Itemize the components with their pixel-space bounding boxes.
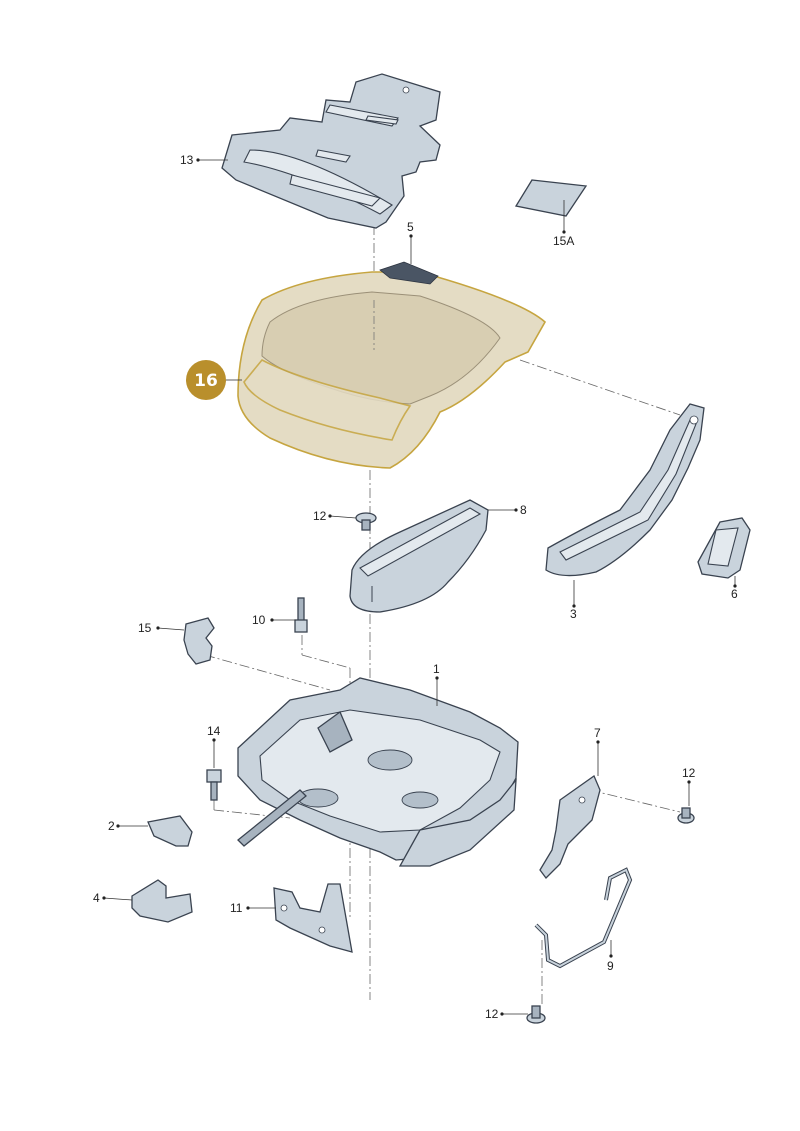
clip-part[interactable] — [183, 617, 215, 665]
screw-right-part[interactable] — [677, 807, 695, 824]
bolt-left-part[interactable] — [206, 769, 222, 801]
screw-bottom-part[interactable] — [526, 1005, 546, 1024]
callout-label-12-right: 12 — [682, 766, 696, 780]
callout-label-13: 13 — [180, 153, 194, 167]
side-panel-part[interactable] — [545, 403, 705, 577]
callout-5: 5 — [407, 220, 414, 264]
callout-label-10: 10 — [252, 613, 266, 627]
callout-label-14: 14 — [207, 724, 221, 738]
mounting-bracket-part[interactable] — [273, 883, 353, 953]
bracket-right-part[interactable] — [539, 775, 601, 879]
callout-label-1: 1 — [433, 662, 440, 676]
callout-10: 10 — [252, 613, 296, 627]
callout-12-top: 12 — [313, 509, 357, 523]
callout-1: 1 — [433, 662, 440, 706]
screw-top-part[interactable] — [355, 512, 377, 531]
callout-label-12-bottom: 12 — [485, 1007, 499, 1021]
side-trim-part[interactable] — [349, 499, 489, 613]
callout-6: 6 — [731, 576, 738, 601]
callout-2: 2 — [108, 819, 148, 833]
callout-label-11: 11 — [230, 901, 243, 915]
callout-label-2: 2 — [108, 819, 115, 833]
holder-part[interactable] — [131, 879, 193, 923]
callout-3: 3 — [570, 580, 577, 621]
callout-label-3: 3 — [570, 607, 577, 621]
callout-14: 14 — [207, 724, 221, 768]
callout-8: 8 — [488, 503, 527, 517]
callout-label-16: 16 — [194, 371, 218, 391]
bolt-part[interactable] — [294, 597, 308, 633]
wire-part[interactable] — [534, 867, 633, 969]
callout-label-12-top: 12 — [313, 509, 327, 523]
callout-4: 4 — [93, 891, 133, 905]
callout-13: 13 — [180, 153, 228, 167]
callout-label-6: 6 — [731, 587, 738, 601]
callout-16: 16 — [186, 360, 242, 400]
seat-cushion-part[interactable] — [237, 261, 547, 469]
callout-label-15a: 15A — [553, 234, 574, 248]
callout-12-right: 12 — [682, 766, 696, 806]
callout-label-5: 5 — [407, 220, 414, 234]
callout-label-9: 9 — [607, 959, 614, 973]
callout-11: 11 — [230, 901, 276, 915]
cap-part[interactable] — [147, 815, 193, 847]
label-pad-part[interactable] — [514, 179, 588, 217]
callout-label-15: 15 — [138, 621, 152, 635]
callout-15: 15 — [138, 621, 185, 635]
callout-7: 7 — [594, 726, 601, 776]
callout-label-7: 7 — [594, 726, 601, 740]
callout-12-bottom: 12 — [485, 1007, 528, 1021]
callout-badge-16 — [186, 360, 226, 400]
callout-9: 9 — [607, 940, 614, 973]
callout-label-4: 4 — [93, 891, 100, 905]
callout-label-8: 8 — [520, 503, 527, 517]
callout-15a: 15A — [553, 200, 574, 248]
seat-frame-part[interactable] — [237, 677, 519, 867]
seat-mat-part[interactable] — [221, 73, 441, 229]
handle-cover-part[interactable] — [697, 517, 751, 579]
